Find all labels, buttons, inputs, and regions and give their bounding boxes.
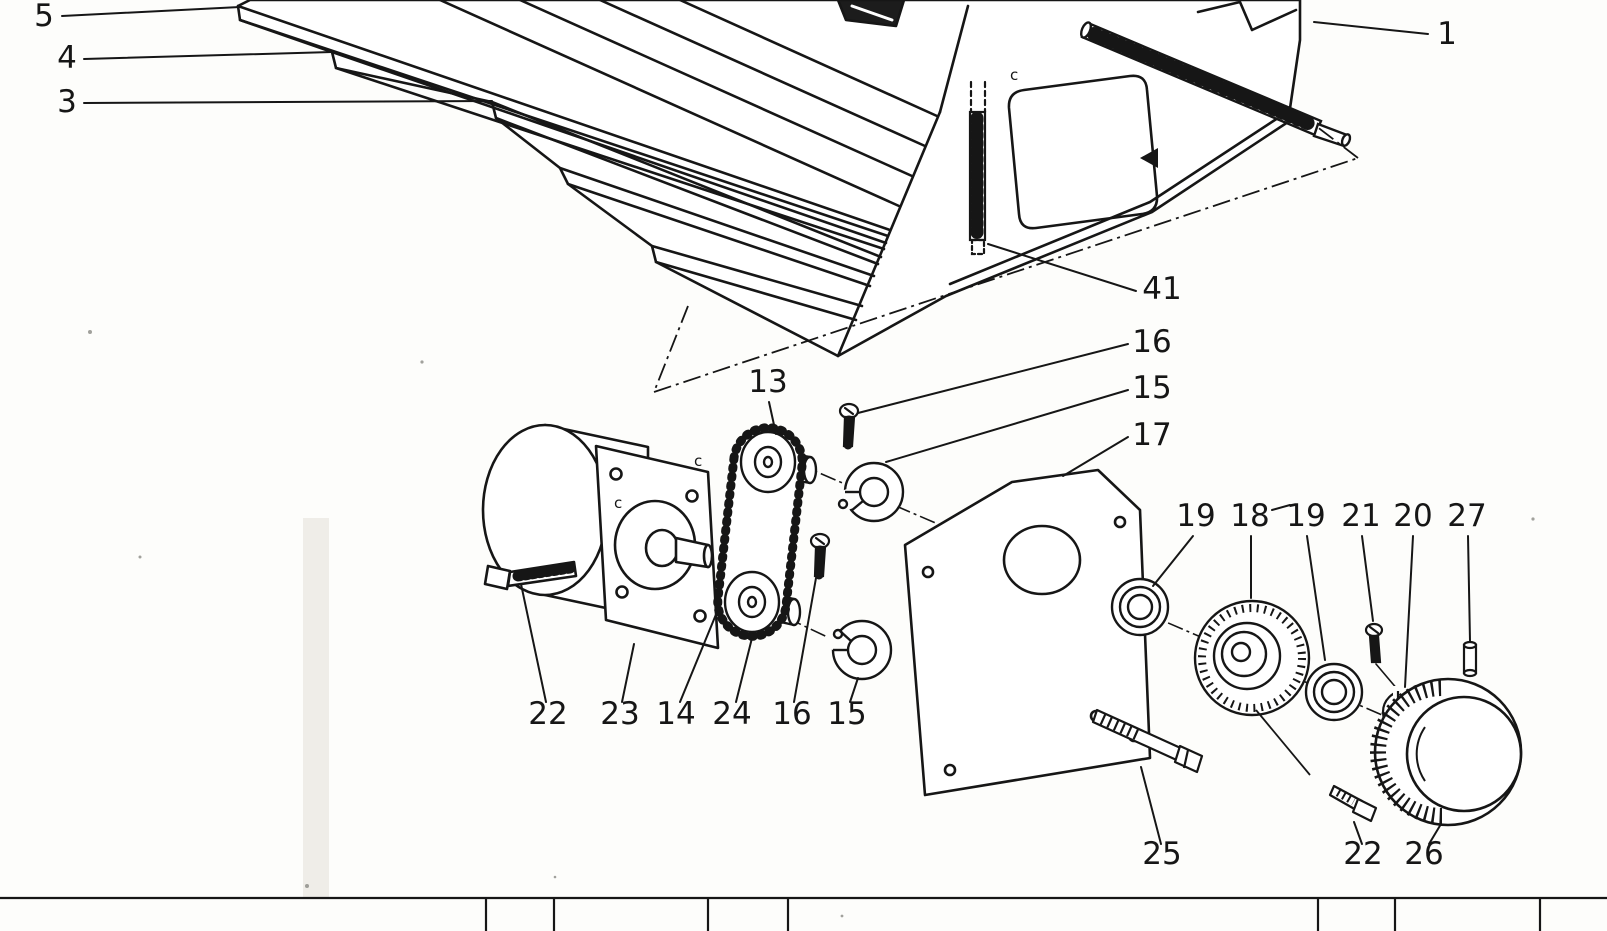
scan-noise	[88, 330, 1535, 918]
callout-label-25: 25	[1142, 836, 1181, 872]
pulley-rim-teeth	[1198, 604, 1306, 712]
bolt-25	[1091, 708, 1204, 774]
machine-bed	[236, 0, 1302, 358]
leader-41	[987, 243, 1137, 292]
callout-label-16-upper: 16	[1132, 324, 1171, 360]
cover-plate-17	[903, 468, 1152, 797]
reference-mark-c3: c	[614, 494, 622, 512]
lower-screw-16	[809, 532, 831, 580]
leader-4	[83, 51, 333, 60]
leader-16-upper	[857, 343, 1129, 414]
lower-clamp-15	[822, 619, 893, 681]
sprocket-lower-24	[723, 570, 781, 634]
leader-14	[679, 611, 718, 703]
callout-label-20: 20	[1393, 498, 1432, 534]
pulley-leader-line	[1255, 709, 1311, 776]
callout-label-5: 5	[34, 0, 54, 34]
callout-labels: 5 4 3 1 41 16 15 17 13 19 18 19 21 20 27…	[34, 0, 1487, 872]
leader-13	[768, 401, 777, 435]
callout-label-22-right: 22	[1343, 836, 1382, 872]
callout-label-17: 17	[1132, 417, 1171, 453]
chain-links	[713, 423, 807, 641]
leader-5	[61, 6, 241, 17]
pin-27	[1462, 640, 1478, 678]
callout-label-27: 27	[1447, 498, 1486, 534]
leader-21	[1361, 535, 1374, 622]
leader-3	[83, 100, 493, 104]
hole-notch	[1140, 148, 1158, 168]
callout-label-4: 4	[57, 40, 77, 76]
screw-21	[1364, 622, 1399, 691]
callout-label-21: 21	[1341, 498, 1380, 534]
callout-label-1: 1	[1437, 16, 1457, 52]
handwheel-26	[1370, 677, 1523, 827]
leader-26	[1428, 823, 1442, 845]
lead-screw	[1079, 21, 1352, 148]
leader-25	[1140, 766, 1162, 845]
reference-mark-c2: c	[694, 452, 702, 470]
leader-19-front	[1152, 535, 1194, 587]
screw-threads	[1087, 27, 1317, 131]
callout-label-16-lower: 16	[772, 696, 811, 732]
callout-label-14: 14	[656, 696, 695, 732]
bearing-19-rear	[1304, 662, 1364, 722]
threaded-stud-41	[968, 80, 987, 256]
callout-label-23: 23	[600, 696, 639, 732]
bearing-19-front	[1110, 577, 1170, 637]
callout-label-18: 18	[1230, 498, 1269, 534]
upper-clamp-15	[833, 461, 905, 523]
callout-label-26: 26	[1404, 836, 1443, 872]
callout-label-15-upper: 15	[1132, 370, 1171, 406]
scan-artifact-band	[303, 518, 329, 898]
callout-label-13: 13	[748, 364, 787, 400]
leader-1	[1313, 21, 1429, 35]
leader-16-lower	[793, 577, 817, 703]
reference-mark-c1: c	[1010, 66, 1018, 84]
leader-15-upper	[885, 389, 1129, 463]
leader-22-left	[520, 583, 547, 703]
bolt-22-left	[483, 560, 578, 591]
leader-17	[1062, 436, 1129, 477]
pulley-18	[1193, 599, 1311, 717]
tick-mark	[1271, 504, 1291, 511]
callout-label-19-rear: 19	[1286, 498, 1325, 534]
leader-19-rear	[1306, 535, 1326, 661]
callout-label-15-lower: 15	[827, 696, 866, 732]
motor-assembly	[481, 423, 720, 650]
leader-23	[621, 643, 635, 703]
break-line	[1196, 0, 1298, 32]
upper-screw-16	[838, 402, 860, 450]
callout-label-24: 24	[712, 696, 751, 732]
callout-label-22-left: 22	[528, 696, 567, 732]
sprocket-upper-13	[739, 430, 797, 494]
title-block-border	[0, 896, 1607, 931]
phantom-outline	[653, 125, 1359, 393]
leader-20	[1404, 535, 1414, 688]
callout-label-19-front: 19	[1176, 498, 1215, 534]
leader-22-right	[1353, 821, 1363, 845]
leader-27	[1467, 535, 1471, 642]
callout-label-3: 3	[57, 84, 77, 120]
callout-leaders	[61, 6, 1471, 845]
leader-24	[735, 633, 754, 703]
handwheel-knurling	[1370, 680, 1443, 824]
callout-label-41: 41	[1142, 271, 1181, 307]
chain-drive	[713, 423, 818, 641]
leader-15-lower	[849, 677, 859, 703]
screw-22-right	[1328, 784, 1378, 823]
